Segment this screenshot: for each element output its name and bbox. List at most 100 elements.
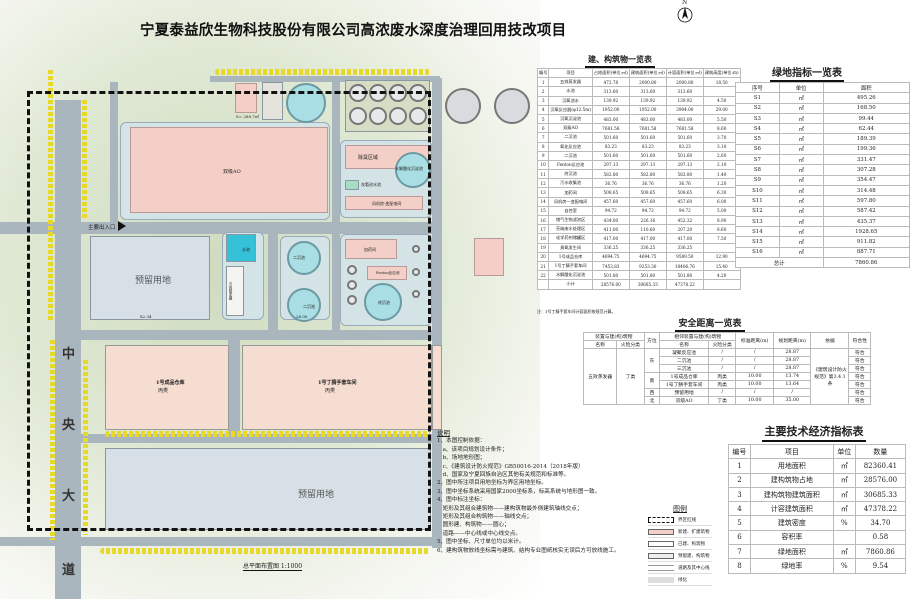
column-header: 计容面积(单位:㎡) [665, 67, 704, 79]
legend-swatch [648, 528, 674, 535]
entrance-arrow-icon [118, 221, 126, 231]
table-cell: / [772, 388, 812, 397]
total-label: 总计 [735, 257, 824, 269]
table-cell: / [735, 356, 774, 365]
table-cell: 1号成品仓库 [548, 251, 593, 262]
table-cell: 18406.76 [665, 260, 704, 272]
table-cell: 36.76 [665, 178, 704, 189]
building-label: 预留用地 [298, 490, 335, 500]
table-cell: ㎡ [778, 215, 824, 228]
direction: 北 [643, 396, 661, 405]
table-cell: 丙类 [707, 372, 737, 381]
table-cell: 35.00 [772, 396, 812, 405]
table-cell: 1 [728, 458, 751, 474]
table-cell: 4 [536, 104, 550, 115]
table-cell: 凝聚反应池 [659, 348, 709, 357]
table-cell: 501.80 [628, 270, 667, 281]
table-cell: 10.00 [735, 372, 774, 381]
road [81, 330, 441, 340]
legend-label: 道路及其中心线 [678, 565, 710, 571]
table-cell: 313.60 [591, 86, 630, 97]
notes-heading: 说明 [437, 429, 450, 437]
table-cell: 计容建筑面积 [749, 501, 834, 517]
building-warehouse-1: 1号成品仓库 丙类 [105, 345, 229, 430]
table-cell: 水解酸化沉淀池 [548, 270, 593, 281]
direction: 东 [643, 348, 661, 373]
table-cell: ㎡ [778, 246, 824, 259]
table-cell: 495.26 [822, 92, 911, 104]
table-cell: 20 [536, 251, 550, 262]
table-cell: 597.80 [822, 195, 911, 207]
tank-circle [286, 83, 326, 123]
site-plan: 双级AO S= 288.7㎡ 除臭区域 水解酸化沉淀池 灰氨进水池 风机房-变配… [0, 0, 540, 599]
table-cell: 83.23 [591, 141, 630, 152]
table-cell: ㎡ [778, 174, 824, 186]
table-cell: 139.92 [665, 95, 704, 106]
fire-class: 丙类 [325, 388, 336, 394]
tank [412, 290, 420, 298]
tank [409, 107, 427, 125]
building-label: 灰氨进水池 [361, 182, 381, 187]
north-label: N [682, 0, 688, 6]
building-label: 预留用地 [135, 276, 172, 286]
column-header: 火险分类 [707, 340, 737, 349]
notes-lines: 1、本图控制依据： a、该项目规划设计条件； b、场地地形图； c、《建筑设计防… [437, 437, 620, 555]
table-cell: 建构筑物占地 [749, 472, 834, 488]
note-line: 2、图中所注项目用地坐标为界区用地坐标。 [437, 480, 547, 487]
building-dosing: 加药间 [345, 239, 397, 259]
building-label: 水池 [242, 247, 250, 252]
table-cell: 3 [536, 95, 550, 106]
table-cell: 7453.83 [591, 260, 630, 272]
tree-row [48, 70, 53, 320]
table-cell: 226.16 [628, 214, 667, 226]
note-line: 矩形及其组合构筑物——轴线交点； [437, 514, 533, 521]
building-evaporator: 五效蒸发器 [226, 266, 244, 316]
note-line: d、国家及宁夏回族自治区其他有关规范和标准等。 [437, 472, 570, 479]
table-cell: 1928.65 [822, 226, 911, 238]
tree-row [82, 100, 87, 220]
table-cell: 501.60 [628, 150, 667, 161]
table-cell: 457.60 [665, 196, 704, 207]
table-cell: S12 [735, 205, 780, 217]
table-cell: 22 [536, 270, 550, 281]
table-header: 编号项目单位数量 [728, 443, 907, 460]
existing-tank [494, 88, 530, 124]
column-header: 单位 [832, 443, 856, 460]
plan-caption: 总平面布置图 1:1000 [243, 563, 303, 571]
table-cell: 4694.75 [591, 251, 630, 262]
table-cell: 自控室 [548, 205, 593, 217]
table-cell: 83.23 [665, 141, 704, 152]
table-cell: 47378.22 [854, 501, 907, 517]
note-line: b、场地地形图； [437, 455, 486, 462]
table-cell: 417.00 [665, 233, 704, 244]
table-cell: 二沉池 [659, 356, 709, 365]
table-cell: 13 [536, 187, 550, 198]
table-cell: 6 [536, 123, 550, 134]
table-cell: ㎡ [832, 472, 856, 488]
legend-swatch [648, 576, 674, 583]
table-cell: S10 [735, 184, 780, 197]
table1-title: 建、构筑物一览表 [585, 54, 655, 68]
reserved-land: 预留用地 [90, 236, 210, 320]
table-cell: 用地面积 [749, 458, 834, 474]
table-cell: ㎡ [778, 184, 824, 197]
table-header: 序号单位面积 [735, 81, 911, 94]
column-header: 面积 [822, 81, 911, 94]
table-cell: 30685.33 [854, 486, 907, 503]
column-header: 方位 [643, 332, 661, 349]
tank-secondary-clarifier-2: 二沉池 [287, 288, 321, 322]
table-cell: 501.60 [591, 150, 630, 161]
column-header: 建筑高度(单位:m) [702, 67, 741, 79]
